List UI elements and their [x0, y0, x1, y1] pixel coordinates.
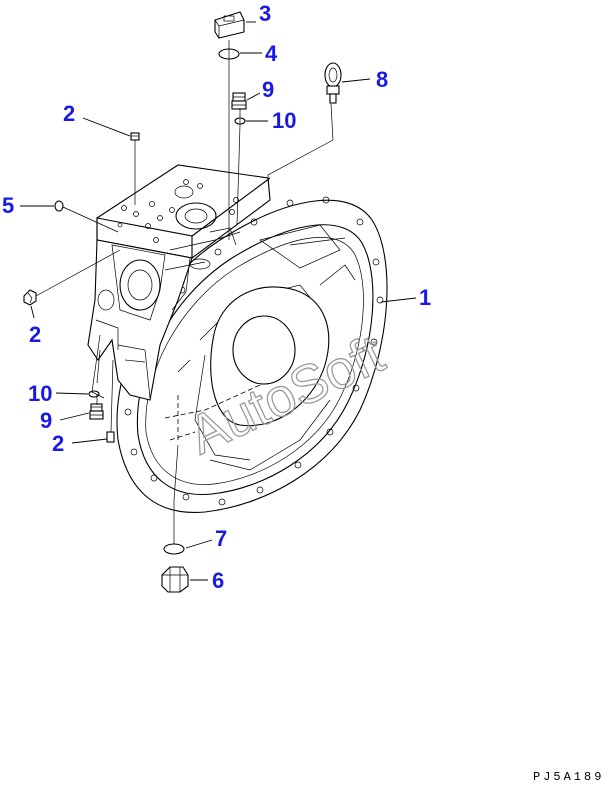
- eye-bolt-part-8: [324, 62, 342, 104]
- bolt-part-2-lower: [106, 431, 115, 443]
- callout-9-top: 9: [262, 77, 274, 102]
- callout-8: 8: [376, 67, 388, 92]
- callout-7: 7: [215, 526, 227, 551]
- callout-2-left: 2: [29, 322, 41, 347]
- assembly-lines: [35, 40, 334, 544]
- callout-9-lower: 9: [40, 408, 52, 433]
- callout-5: 5: [2, 193, 14, 218]
- callout-10-top: 10: [272, 108, 296, 133]
- callout-4: 4: [265, 41, 278, 66]
- callout-2-top: 2: [63, 101, 75, 126]
- callout-3: 3: [259, 1, 271, 26]
- hidden-lines: [164, 384, 261, 442]
- o-ring-part-10-lower: [88, 390, 100, 398]
- drawing-code: PJ5A189: [533, 770, 604, 784]
- plug-part-6: [161, 566, 189, 593]
- o-ring-part-7: [163, 543, 185, 555]
- fitting-part-9-top: [231, 92, 247, 110]
- pump-body: [87, 164, 271, 401]
- fitting-part-9-lower: [89, 403, 104, 420]
- bolt-part-2-left: [23, 289, 37, 306]
- callout-2-lower: 2: [52, 431, 64, 456]
- pin-part-5: [54, 200, 64, 212]
- leader-lines: [20, 21, 417, 581]
- callout-1: 1: [419, 285, 431, 310]
- callout-10-lower: 10: [28, 381, 52, 406]
- bolt-part-2-top: [130, 132, 140, 141]
- callout-6: 6: [212, 568, 224, 593]
- plug-part-3: [214, 11, 245, 39]
